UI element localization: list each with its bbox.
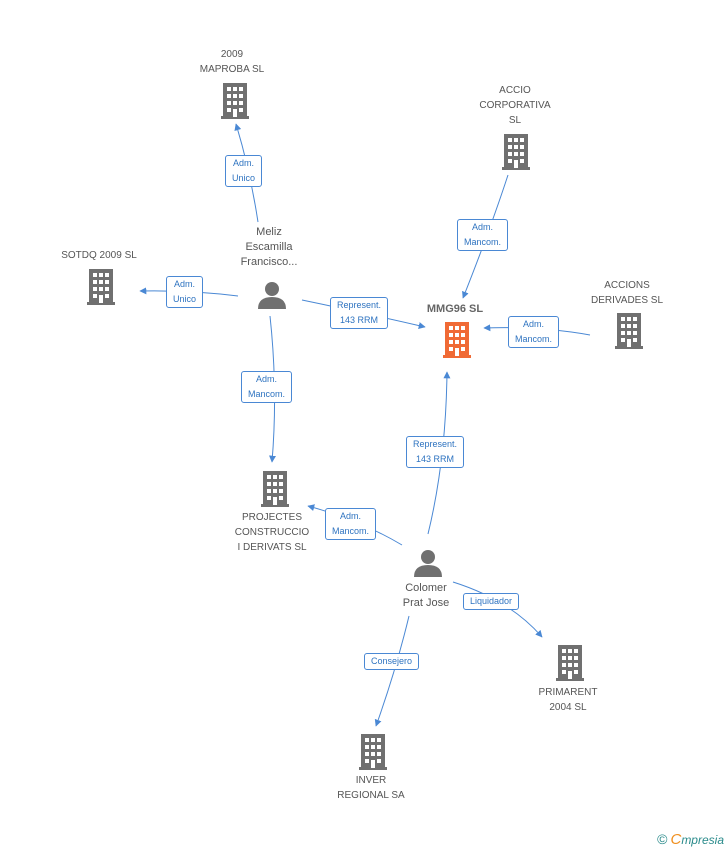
building-icon[interactable] [261, 471, 289, 507]
building-icon[interactable] [359, 734, 387, 770]
edge-label-line: Unico [232, 173, 256, 183]
label-line: MMG96 SL [426, 303, 484, 315]
edge-label-colomer-inver[interactable]: Consejero [364, 653, 420, 670]
label-line: CONSTRUCCIO [234, 527, 310, 538]
edge-label-colomer-mmg96[interactable]: Represent. 143 RRM [406, 436, 465, 468]
edge-label-line: Represent. [337, 300, 382, 310]
label-line: 2004 SL [549, 702, 587, 713]
edge-label-line: 143 RRM [340, 315, 379, 325]
edge-label-line: Adm. [174, 279, 196, 289]
edge-colomer-inver [374, 615, 410, 727]
person-icon[interactable] [414, 550, 442, 577]
edge-label-colomer-projectes[interactable]: Adm. Mancom. [325, 508, 377, 540]
edge-label-meliz-sotdq[interactable]: Adm. Unico [166, 276, 204, 308]
building-icon[interactable] [556, 645, 584, 681]
label-line: MAPROBA SL [199, 64, 265, 75]
edge-label-line: Mancom. [332, 526, 370, 536]
edge-label-meliz-maproba[interactable]: Adm. Unico [225, 155, 263, 187]
label-line: SOTDQ 2009 SL [61, 250, 137, 261]
node-label-accio[interactable]: ACCIO CORPORATIVA SL [455, 83, 575, 128]
edge-label-accio-mmg96[interactable]: Adm. Mancom. [457, 219, 509, 251]
node-label-maproba[interactable]: 2009 MAPROBA SL [172, 47, 292, 77]
edge-label-line: Adm. [233, 158, 255, 168]
edge-label-line: Mancom. [248, 389, 286, 399]
label-line: Prat Jose [402, 597, 450, 609]
brand-footer[interactable]: ©Cmpresia [657, 831, 724, 848]
edge-label-accions-mmg96[interactable]: Adm. Mancom. [508, 316, 560, 348]
edge-label-meliz-projectes[interactable]: Adm. Mancom. [241, 371, 293, 403]
label-line: DERIVADES SL [590, 295, 664, 306]
node-label-projectes[interactable]: PROJECTES CONSTRUCCIO I DERIVATS SL [212, 510, 332, 555]
edge-label-line: Mancom. [464, 237, 502, 247]
label-line: Meliz [256, 226, 282, 238]
copyright-icon: © [657, 831, 668, 847]
label-line: ACCIONS [604, 280, 650, 291]
edge-label-meliz-mmg96[interactable]: Represent. 143 RRM [330, 297, 389, 329]
node-label-sotdq[interactable]: SOTDQ 2009 SL [39, 248, 159, 263]
label-line: ACCIO [499, 85, 531, 96]
edge-label-line: Represent. [413, 439, 458, 449]
building-icon[interactable] [443, 322, 471, 358]
edge-label-line: Mancom. [515, 334, 553, 344]
building-icon[interactable] [221, 83, 249, 119]
node-label-mmg96[interactable]: MMG96 SL [395, 302, 515, 317]
edge-label-line: Adm. [256, 374, 278, 384]
edge-label-line: Adm. [340, 511, 362, 521]
brand-logo-initial: C [670, 831, 682, 848]
edge-label-line: Adm. [523, 319, 545, 329]
building-icon[interactable] [502, 134, 530, 170]
label-line: Escamilla [245, 241, 293, 253]
edge-label-line: 143 RRM [416, 454, 455, 464]
edge-label-line: Adm. [472, 222, 494, 232]
node-label-inver[interactable]: INVER REGIONAL SA [311, 773, 431, 803]
brand-logo-text: mpresia [681, 833, 724, 847]
label-line: SL [508, 115, 522, 126]
edges [139, 123, 591, 727]
label-line: Francisco... [240, 256, 298, 268]
person-icon[interactable] [258, 282, 286, 309]
building-icon[interactable] [615, 313, 643, 349]
label-line: INVER [355, 775, 387, 786]
edge-label-line: Unico [173, 294, 197, 304]
edge-label-line: Consejero [371, 656, 413, 666]
edge-label-colomer-primarent[interactable]: Liquidador [463, 593, 520, 610]
building-icon[interactable] [87, 269, 115, 305]
node-label-colomer[interactable]: Colomer Prat Jose [366, 581, 486, 611]
node-label-primarent[interactable]: PRIMARENT 2004 SL [508, 685, 628, 715]
label-line: Colomer [405, 582, 447, 594]
node-label-accions[interactable]: ACCIONS DERIVADES SL [567, 278, 687, 308]
edge-label-line: Liquidador [470, 596, 513, 606]
label-line: PRIMARENT [538, 687, 598, 698]
label-line: 2009 [220, 49, 244, 60]
label-line: REGIONAL SA [337, 790, 405, 801]
node-label-meliz[interactable]: Meliz Escamilla Francisco... [209, 225, 329, 270]
label-line: I DERIVATS SL [237, 542, 307, 553]
label-line: CORPORATIVA [479, 100, 551, 111]
label-line: PROJECTES [241, 512, 302, 523]
